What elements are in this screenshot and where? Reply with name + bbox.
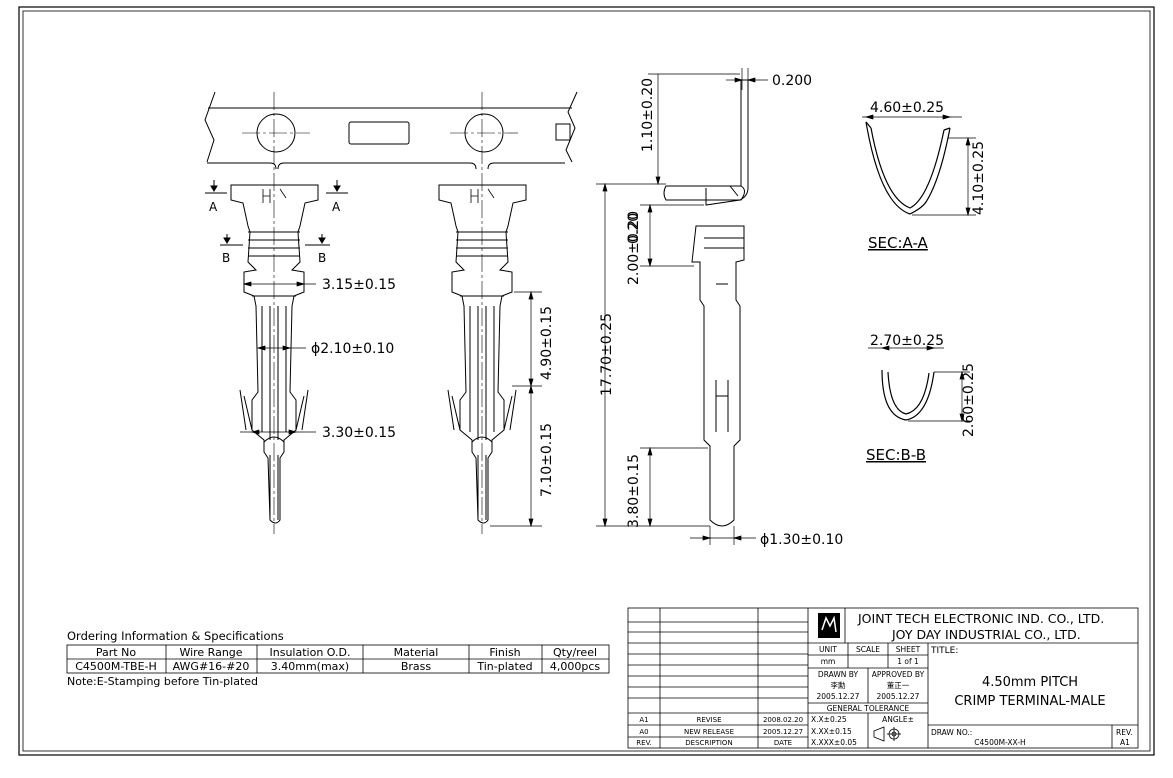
approved-by-label: APPROVED BY [872,670,925,679]
front-view [204,91,578,524]
inner-border [22,10,1151,752]
sheet-value: 1 of 1 [897,657,919,666]
drawing-no: C4500M-XX-H [974,738,1025,747]
revision-a0-desc: NEW RELEASE [684,728,734,736]
terminal-front-2 [438,184,527,524]
title-line-1: 4.50mm PITCH [982,675,1078,690]
revision-header-date: DATE [774,739,792,747]
col-wire-range: Wire Range [179,646,242,659]
tolerance-2: X.XX±0.15 [811,727,852,736]
section-a-a [865,121,951,215]
section-mark-a-right: A [332,200,341,214]
col-finish: Finish [489,646,520,659]
section-markers [205,180,348,246]
terminal-front-1 [230,184,319,524]
drawing-no-label: DRAW NO.: [931,728,972,737]
angle-label: ANGLE± [882,715,914,724]
scale-label: SCALE [856,645,880,654]
side-dimension-lines [596,68,768,545]
company-name-2: JOY DAY INDUSTRIAL CO., LTD. [891,627,1081,642]
drawn-by-name: 李勳 [831,680,846,690]
col-insulation-od: Insulation O.D. [270,646,351,659]
revision-a0-date: 2005.12.27 [763,728,803,736]
revision-header-rev: REV. [636,739,651,747]
dim-section-a-width: 4.60±0.25 [870,100,944,116]
centerlines [242,92,518,534]
rev-value: A1 [1120,738,1130,747]
dim-width-315: 3.15±0.15 [322,277,396,293]
dim-section-a-height: 4.10±0.25 [971,141,987,215]
cell-finish: Tin-plated [476,660,532,673]
revision-a0-rev: A0 [639,728,648,736]
revision-a1-desc: REVISE [696,716,721,724]
dim-side-020: 0.20 [626,213,642,244]
dim-pin-diameter: ϕ1.30±0.10 [760,532,843,548]
dim-length-490: 4.90±0.15 [539,306,555,380]
dim-side-200: 2.00±0.20 [626,211,642,285]
company-name-1: JOINT TECH ELECTRONIC IND. CO., LTD. [857,611,1104,626]
h-marks [262,188,495,203]
company-logo [818,613,840,638]
dim-diameter-210: ϕ2.10±0.10 [311,341,394,357]
unit-label: UNIT [819,645,837,654]
cell-qty-reel: 4,000pcs [550,660,601,673]
front-dimension-lines [240,281,542,528]
rev-label: REV. [1116,728,1133,737]
dim-length-710: 7.10±0.15 [539,423,555,497]
col-part-no: Part No [96,646,136,659]
title-line-2: CRIMP TERMINAL-MALE [954,694,1105,709]
col-material: Material [394,646,439,659]
dim-thickness: 0.200 [772,73,812,89]
revision-header-desc: DESCRIPTION [685,739,732,747]
dim-top-tab: 1.10±0.20 [640,78,656,152]
cell-wire-range: AWG#16-#20 [173,660,250,673]
section-mark-a-left: A [209,200,218,214]
ordering-note: Note:E-Stamping before Tin-plated [67,675,258,688]
sheet-label: SHEET [896,645,921,654]
drawn-by-label: DRAWN BY [818,670,859,679]
drawn-date: 2005.12.27 [817,692,860,701]
approved-date: 2005.12.27 [877,692,920,701]
col-qty-reel: Qty/reel [553,646,597,659]
general-tolerance: GENERAL TOLERANCE [827,704,910,713]
section-mark-b-right: B [318,251,326,265]
dim-width-330: 3.30±0.15 [322,425,396,441]
section-dimension-lines [862,114,976,423]
section-a-label: SEC:A-A [868,234,929,252]
cell-insulation-od: 3.40mm(max) [271,660,349,673]
cell-part-no: C4500M-TBE-H [75,660,157,673]
approved-by-name: 董正一 [887,680,910,690]
revision-a1-rev: A1 [639,716,648,724]
outer-border [18,6,1155,756]
dim-pin-length: 3.80±0.15 [626,454,642,528]
dim-section-b-width: 2.70±0.25 [870,333,944,349]
tolerance-1: X.X±0.25 [811,715,847,724]
dim-overall-length: 17.70±0.25 [599,313,615,396]
title-label: TITLE: [930,646,958,656]
unit-value: mm [821,657,836,666]
revision-a1-date: 2008.02.20 [763,716,803,724]
dim-section-b-height: 2.60±0.25 [961,363,977,437]
tolerance-3: X.XXX±0.05 [811,738,857,747]
title-block [627,607,1139,749]
side-view [663,79,749,527]
section-b-b [881,369,935,421]
section-mark-b-left: B [222,251,230,265]
projection-symbol-icon [873,726,901,742]
ordering-table: Ordering Information & Specifications Pa… [66,629,610,688]
cell-material: Brass [401,660,432,673]
ordering-heading: Ordering Information & Specifications [67,629,284,643]
section-b-label: SEC:B-B [866,446,926,464]
